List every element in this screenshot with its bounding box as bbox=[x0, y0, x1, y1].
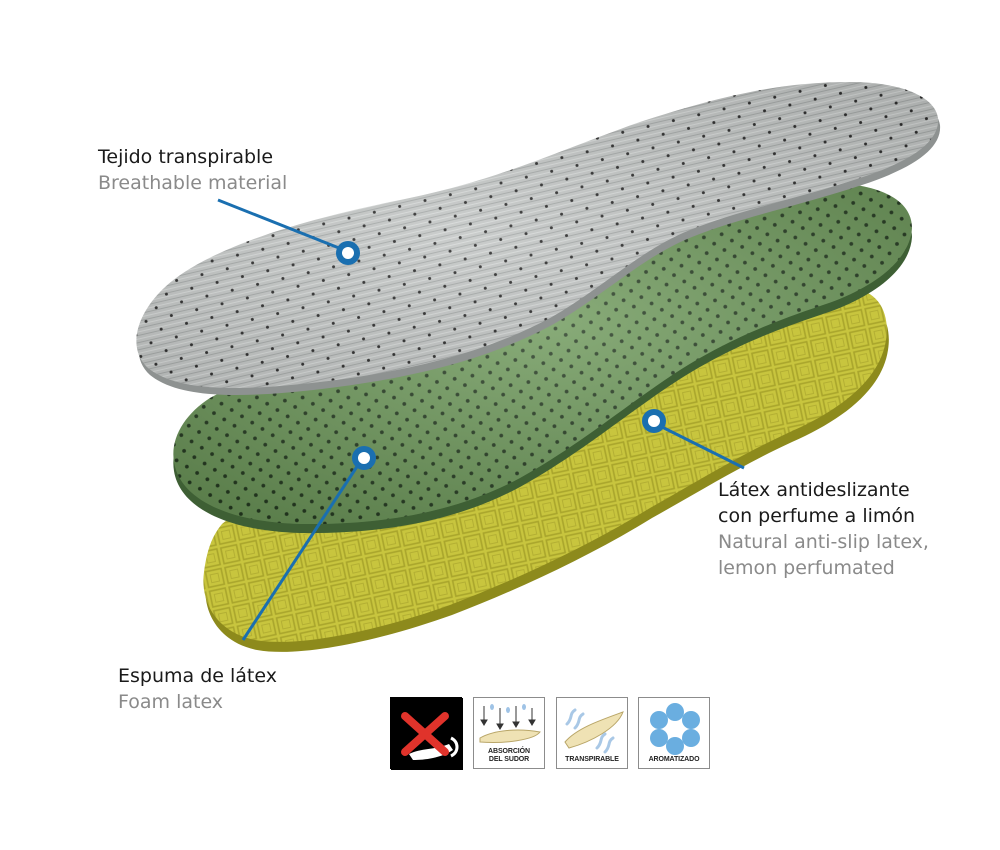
callout-marker-right bbox=[642, 409, 666, 433]
callout-line-right bbox=[657, 423, 745, 470]
top-fabric-layer bbox=[136, 82, 941, 396]
label-es: Espuma de látex bbox=[118, 665, 277, 687]
breathable-icon: TRANSPIRABLE bbox=[556, 697, 628, 769]
callout-label-foam: Espuma de látex Foam latex bbox=[118, 663, 277, 715]
callout-marker-top bbox=[336, 241, 360, 265]
callout-label-breathable: Tejido transpirable Breathable material bbox=[98, 144, 287, 196]
icon-caption: ABSORCIÓN DEL SUDOR bbox=[488, 748, 530, 763]
flower-icon: AROMATIZADO bbox=[638, 697, 710, 769]
icon-caption: TRANSPIRABLE bbox=[565, 756, 619, 763]
label-es: Tejido transpirable bbox=[98, 146, 274, 168]
label-en: Breathable material bbox=[98, 172, 288, 194]
callout-line-top bbox=[217, 198, 345, 252]
label-en-line1: Natural anti-slip latex, bbox=[718, 531, 929, 553]
label-es-line1: Látex antideslizante bbox=[718, 479, 910, 501]
callout-marker-left bbox=[352, 446, 376, 470]
label-en: Foam latex bbox=[118, 691, 224, 713]
callout-label-latex: Látex antideslizante con perfume a limón… bbox=[718, 477, 929, 581]
icon-caption: AROMATIZADO bbox=[648, 756, 700, 763]
no-slip-icon bbox=[390, 697, 463, 770]
callout-line-left bbox=[241, 461, 362, 641]
sweat-absorption-icon: ABSORCIÓN DEL SUDOR bbox=[473, 697, 545, 769]
label-en-line2: lemon perfumated bbox=[718, 557, 895, 579]
label-es-line2: con perfume a limón bbox=[718, 505, 916, 527]
